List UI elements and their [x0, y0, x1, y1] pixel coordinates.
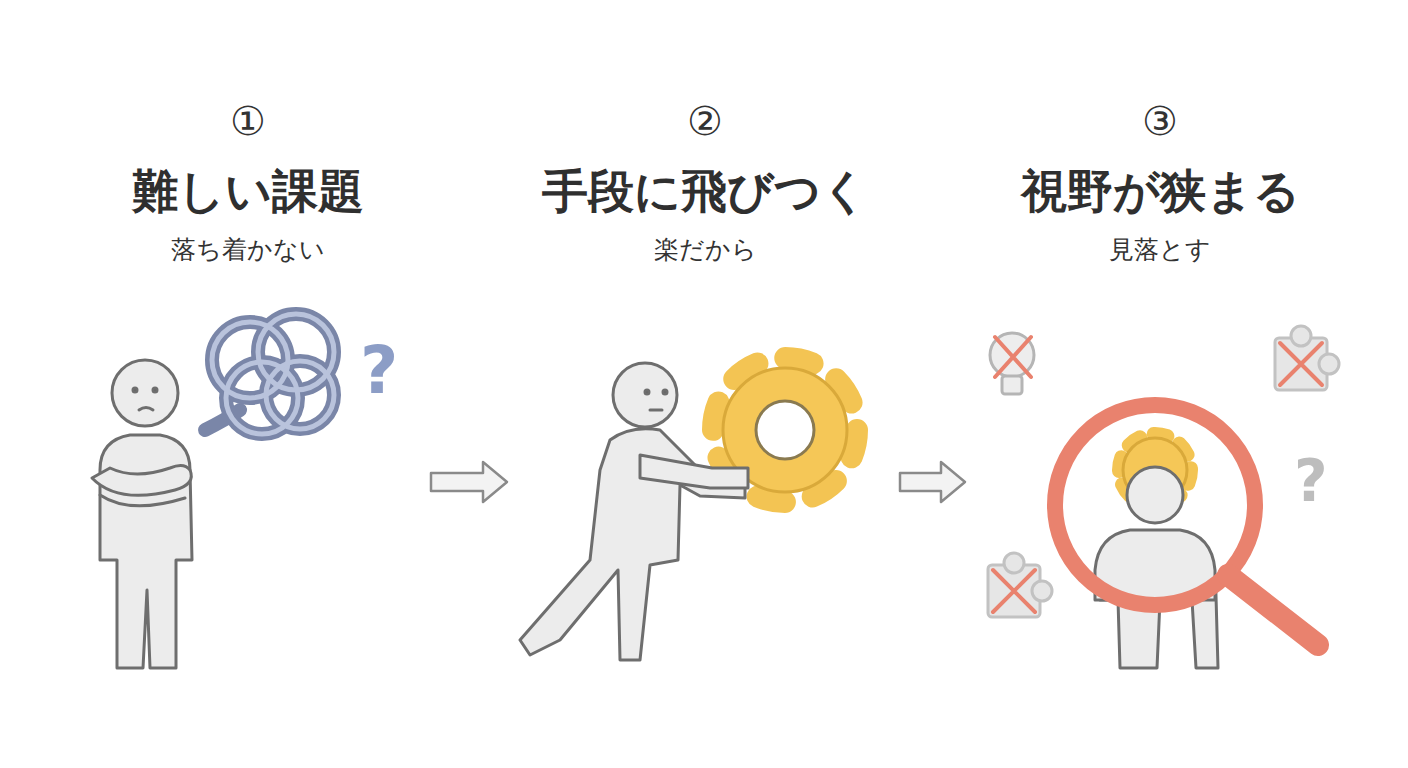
step-title: 難しい課題 [68, 161, 428, 221]
question-mark: ? [360, 338, 398, 404]
magnifying-glass [1055, 405, 1318, 645]
step-column: ① 難しい課題落ち着かない [68, 95, 428, 267]
person-in-lens [1095, 434, 1215, 600]
step-number: ② [510, 95, 900, 147]
step-number: ③ [965, 95, 1355, 147]
step-subtitle: 見落とす [965, 233, 1355, 267]
step-column: ③ 視野が狭まる見落とす [965, 95, 1355, 267]
step-subtitle: 楽だから [510, 233, 900, 267]
step-title: 視野が狭まる [965, 161, 1355, 221]
pushing-person [520, 363, 748, 660]
tangled-knot [205, 314, 334, 434]
step-number: ① [68, 95, 428, 147]
step-title: 手段に飛びつく [510, 161, 900, 221]
crossed-bulb [990, 333, 1034, 394]
question-mark: ? [1294, 452, 1328, 510]
flow-arrow [431, 462, 507, 502]
flow-arrow [900, 462, 965, 502]
step-subtitle: 落ち着かない [68, 233, 428, 267]
crossed-puzzle [988, 326, 1339, 617]
thinking-person [92, 360, 192, 668]
step-column: ② 手段に飛びつく楽だから [510, 95, 900, 267]
